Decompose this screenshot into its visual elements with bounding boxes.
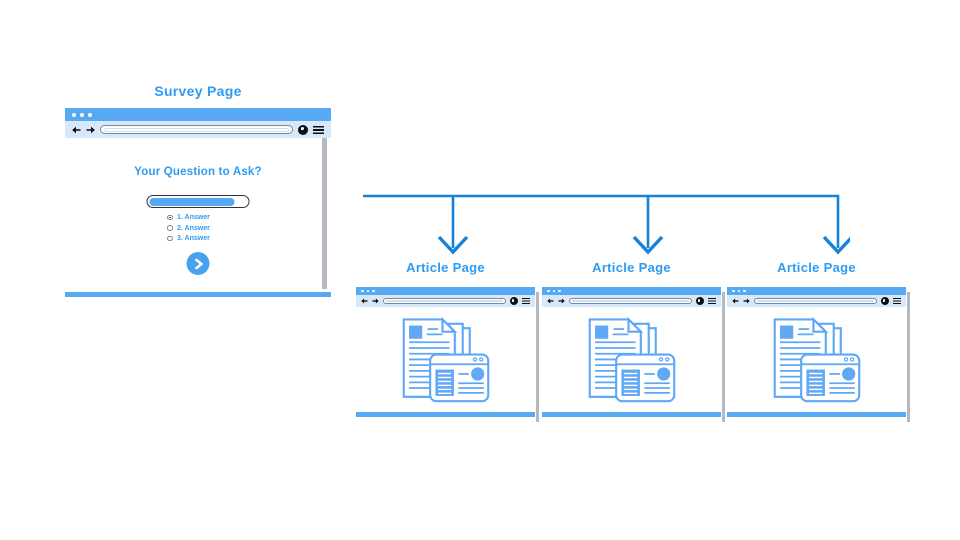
- window-footer-bar: [542, 412, 721, 417]
- chevron-right-icon: [194, 258, 203, 269]
- window-shadow: [906, 292, 910, 422]
- article-document-illustration: [773, 316, 860, 402]
- window-control-dot[interactable]: [558, 289, 561, 293]
- menu-icon[interactable]: [521, 297, 530, 305]
- window-titlebar: [727, 287, 906, 295]
- browser-toolbar: [356, 295, 535, 307]
- window-control-dot[interactable]: [72, 112, 76, 117]
- forward-arrow-icon[interactable]: [558, 298, 565, 304]
- window-footer-bar: [356, 412, 535, 417]
- window-control-dot[interactable]: [88, 112, 92, 117]
- window-shadow: [721, 292, 725, 422]
- back-arrow-icon[interactable]: [361, 298, 368, 304]
- article-content: [356, 307, 535, 410]
- browser-toolbar: [65, 121, 331, 138]
- profile-icon[interactable]: [509, 297, 518, 305]
- survey-browser-window: Your Question to Ask? 1. Answer 2. Answe…: [65, 108, 331, 297]
- window-shadow: [535, 292, 539, 422]
- article-content: [727, 307, 906, 410]
- article-browser-window: [356, 287, 539, 422]
- window-control-dot[interactable]: [732, 289, 735, 293]
- window-control-dot[interactable]: [366, 289, 370, 293]
- window-titlebar: [65, 108, 331, 121]
- menu-icon[interactable]: [892, 297, 901, 305]
- answer-label: 1. Answer: [177, 214, 210, 221]
- answer-option[interactable]: 2. Answer: [167, 225, 229, 232]
- profile-icon[interactable]: [880, 297, 889, 305]
- back-arrow-icon[interactable]: [547, 298, 554, 304]
- next-button[interactable]: [186, 252, 210, 275]
- browser-toolbar: [727, 295, 906, 307]
- forward-arrow-icon[interactable]: [86, 126, 95, 134]
- address-bar[interactable]: [100, 125, 293, 134]
- back-arrow-icon[interactable]: [732, 298, 739, 304]
- article-browser-window: [727, 287, 910, 422]
- address-bar[interactable]: [754, 297, 877, 305]
- answer-options: 1. Answer 2. Answer 3. Answer: [65, 214, 331, 242]
- menu-icon[interactable]: [313, 125, 324, 134]
- window-control-dot[interactable]: [372, 289, 375, 293]
- window-control-dot[interactable]: [743, 289, 746, 293]
- address-bar[interactable]: [383, 297, 506, 305]
- forward-arrow-icon[interactable]: [372, 298, 379, 304]
- radio-icon[interactable]: [167, 214, 173, 221]
- radio-icon[interactable]: [167, 225, 173, 231]
- window-titlebar: [356, 287, 535, 295]
- article-page-title: Article Page: [592, 260, 671, 275]
- menu-icon[interactable]: [707, 297, 716, 305]
- forward-arrow-icon[interactable]: [743, 298, 750, 304]
- answer-option[interactable]: 3. Answer: [167, 235, 229, 242]
- window-control-dot[interactable]: [361, 289, 364, 293]
- survey-question: Your Question to Ask?: [134, 166, 262, 178]
- address-bar[interactable]: [569, 297, 692, 305]
- browser-toolbar: [542, 295, 721, 307]
- window-control-dot[interactable]: [737, 289, 741, 293]
- window-shadow: [322, 138, 327, 289]
- profile-icon[interactable]: [695, 297, 704, 305]
- article-document-illustration: [402, 316, 489, 402]
- window-footer-bar: [65, 292, 331, 297]
- back-arrow-icon[interactable]: [72, 126, 81, 134]
- article-content: [542, 307, 721, 410]
- survey-content: Your Question to Ask? 1. Answer 2. Answe…: [65, 138, 331, 289]
- flow-connector-arrows: [363, 194, 850, 255]
- article-page-title: Article Page: [777, 260, 856, 275]
- answer-option[interactable]: 1. Answer: [167, 214, 229, 221]
- window-footer-bar: [727, 412, 906, 417]
- answer-label: 3. Answer: [177, 235, 210, 242]
- article-page-title: Article Page: [406, 260, 485, 275]
- survey-page-title: Survey Page: [154, 83, 242, 99]
- window-titlebar: [542, 287, 721, 295]
- profile-icon[interactable]: [298, 124, 308, 135]
- article-document-illustration: [588, 316, 675, 402]
- radio-icon[interactable]: [167, 235, 173, 242]
- survey-progress-fill: [149, 197, 235, 206]
- window-control-dot[interactable]: [552, 289, 556, 293]
- answer-label: 2. Answer: [177, 224, 210, 232]
- window-control-dot[interactable]: [80, 112, 84, 117]
- article-browser-window: [542, 287, 725, 422]
- window-control-dot[interactable]: [547, 289, 550, 293]
- survey-progress-bar: [146, 195, 250, 208]
